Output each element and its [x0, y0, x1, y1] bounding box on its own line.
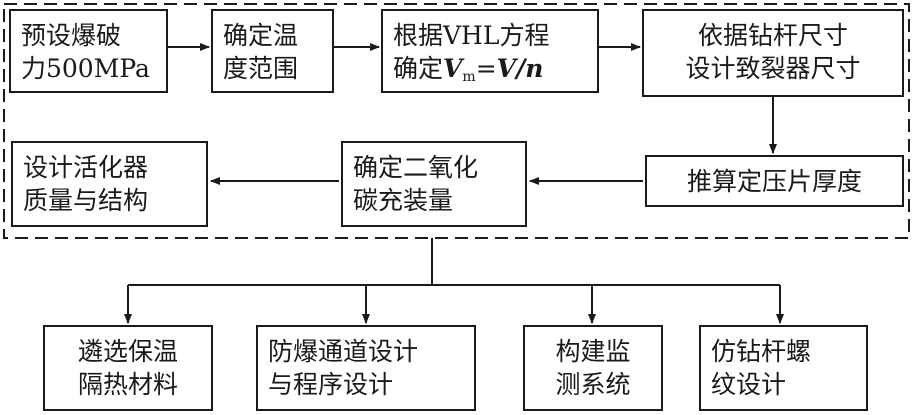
slash-sign: /: [516, 54, 526, 83]
node-drill-thread-line1: 仿钻杆螺: [711, 337, 812, 366]
node-monitoring-line1: 构建监: [555, 337, 631, 366]
node-vhl-equation-line1: 根据VHL方程: [393, 21, 550, 50]
node-monitoring-line2: 测系统: [555, 370, 631, 399]
node-temp-range: 确定温 度范围: [211, 9, 334, 93]
v-variable: V: [496, 54, 517, 83]
node-insulation-line2: 隔热材料: [77, 370, 178, 399]
node-activator-line2: 质量与结构: [23, 186, 149, 215]
node-drill-thread-line2: 纹设计: [711, 370, 787, 399]
node-pressure-disc-line1: 推算定压片厚度: [686, 167, 862, 196]
node-vhl-equation: 根据VHL方程 确定Vm=V/n: [381, 9, 599, 93]
node-explosion-proof: 防爆通道设计 与程序设计: [256, 325, 476, 411]
node-preset-blast-line1: 预设爆破: [21, 21, 122, 50]
vm-subscript: m: [462, 69, 476, 85]
node-explosion-proof-line2: 与程序设计: [268, 370, 394, 399]
node-co2-charge: 确定二氧化 碳充装量: [341, 141, 527, 227]
node-insulation: 遴选保温 隔热材料: [43, 325, 213, 411]
node-cracker-size-line1: 依据钻杆尺寸: [697, 21, 848, 50]
node-cracker-size-line2: 设计致裂器尺寸: [685, 54, 861, 83]
node-activator-line1: 设计活化器: [23, 153, 149, 182]
node-monitoring: 构建监 测系统: [523, 325, 663, 411]
node-preset-blast: 预设爆破 力500MPa: [9, 9, 168, 93]
node-temp-range-line1: 确定温: [223, 21, 299, 50]
n-variable: n: [525, 54, 544, 83]
node-preset-blast-line2: 力500MPa: [21, 54, 150, 83]
equals-sign: =: [475, 54, 497, 83]
node-co2-charge-line2: 碳充装量: [353, 186, 454, 215]
node-drill-thread: 仿钻杆螺 纹设计: [699, 325, 868, 411]
node-vhl-equation-line2: 确定Vm=V/n: [383, 52, 597, 94]
node-co2-charge-line1: 确定二氧化: [353, 153, 479, 182]
vhl-line2-prefix: 确定: [393, 54, 444, 83]
node-cracker-size: 依据钻杆尺寸 设计致裂器尺寸: [642, 9, 904, 97]
node-temp-range-line2: 度范围: [223, 54, 299, 83]
node-insulation-line1: 遴选保温: [77, 337, 178, 366]
dashed-group-frame: [3, 3, 910, 239]
node-explosion-proof-line1: 防爆通道设计: [268, 337, 419, 366]
node-pressure-disc: 推算定压片厚度: [645, 155, 904, 207]
vm-symbol: V: [443, 54, 463, 83]
node-activator: 设计活化器 质量与结构: [11, 141, 208, 227]
